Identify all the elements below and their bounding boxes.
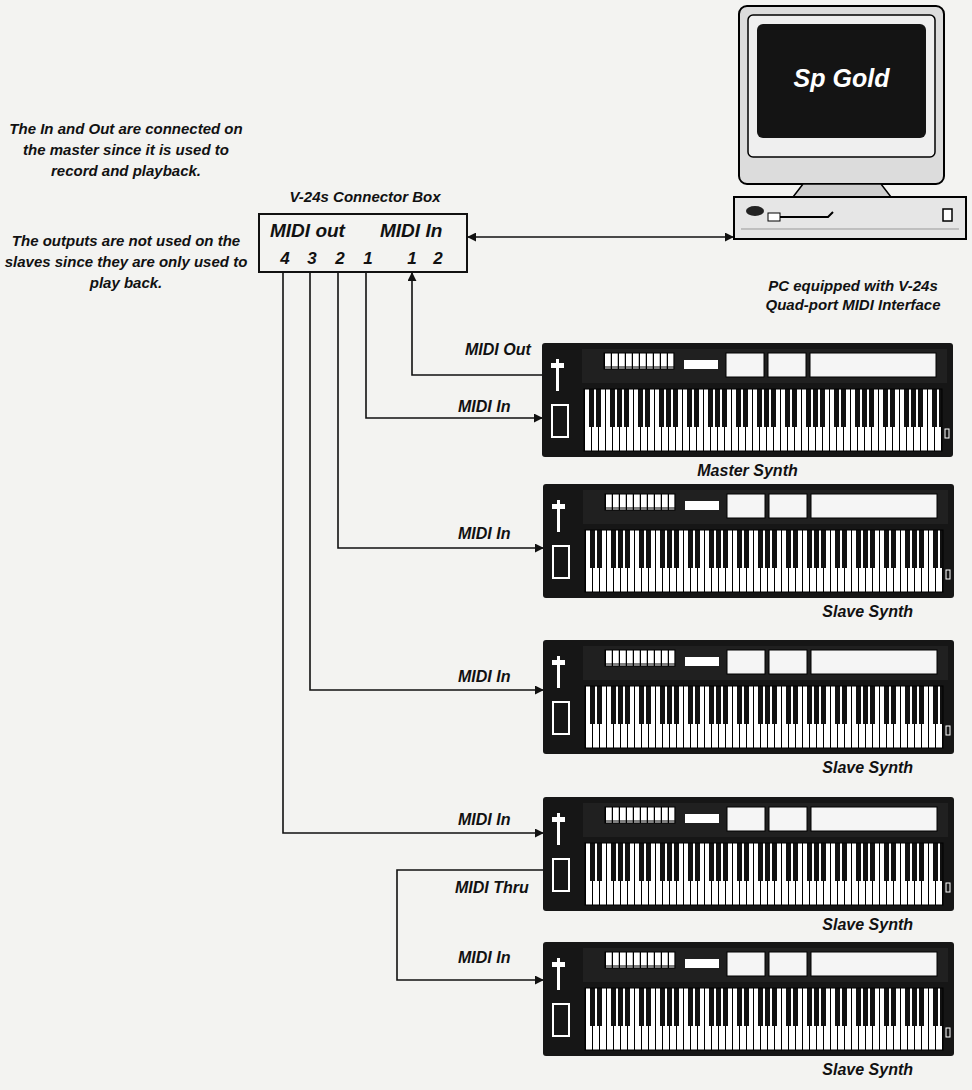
midi-cable xyxy=(468,236,733,238)
midi-cable xyxy=(283,273,543,833)
screen-text: Sp Gold xyxy=(757,63,926,94)
signal-label: MIDI In xyxy=(455,948,513,968)
port-group: MIDI out xyxy=(270,219,345,243)
midi-cable xyxy=(338,273,543,548)
cable-label: MIDI In xyxy=(455,667,513,687)
pc-caption: PC equipped with V-24s Quad-port MIDI In… xyxy=(753,277,953,315)
connector-box: V-24s Connector BoxMIDI out4321MIDI In12 xyxy=(258,213,468,273)
slave-synth: Slave Synth xyxy=(543,942,954,1082)
port-number: 3 xyxy=(306,248,318,269)
port-number: 2 xyxy=(334,248,346,269)
synth-name: Slave Synth xyxy=(543,602,913,622)
slave-synth: Slave Synth xyxy=(543,797,954,937)
synth-name: Slave Synth xyxy=(543,1060,913,1080)
midi-cable xyxy=(397,870,543,980)
master-synth: Master Synth xyxy=(542,343,953,483)
slave-synth: Slave Synth xyxy=(543,640,954,780)
box-title: V-24s Connector Box xyxy=(245,188,485,207)
port-number: 1 xyxy=(362,248,374,269)
port-number: 4 xyxy=(279,248,291,269)
synth-illustration xyxy=(543,640,954,754)
cable-label: MIDI Thru xyxy=(452,878,532,898)
synth-name: Slave Synth xyxy=(543,915,913,935)
synth-name: Slave Synth xyxy=(543,758,913,778)
midi-cable xyxy=(412,273,542,375)
synth-illustration xyxy=(543,942,954,1056)
slave-synth: Slave Synth xyxy=(543,484,954,624)
pc-illustration xyxy=(733,5,968,245)
synth-illustration xyxy=(543,484,954,598)
cable-label: MIDI In xyxy=(455,524,513,544)
synth-name: Master Synth xyxy=(542,461,953,481)
port-number: 1 xyxy=(406,248,418,269)
synth-illustration xyxy=(543,797,954,911)
port-number: 2 xyxy=(432,248,444,269)
cable-label: MIDI In xyxy=(455,397,513,417)
cable-label: MIDI In xyxy=(455,810,513,830)
midi-cable xyxy=(310,273,543,690)
cable-label: MIDI Out xyxy=(462,340,534,360)
port-group: MIDI In xyxy=(380,219,442,243)
pc-computer: Sp Gold PC equipped with V-24s Quad-port … xyxy=(733,5,968,335)
midi-cable xyxy=(366,273,542,418)
synth-illustration xyxy=(542,343,953,457)
note-text: The outputs are not used on the slaves s… xyxy=(4,230,248,293)
note-text: The In and Out are connected on the mast… xyxy=(4,118,248,181)
